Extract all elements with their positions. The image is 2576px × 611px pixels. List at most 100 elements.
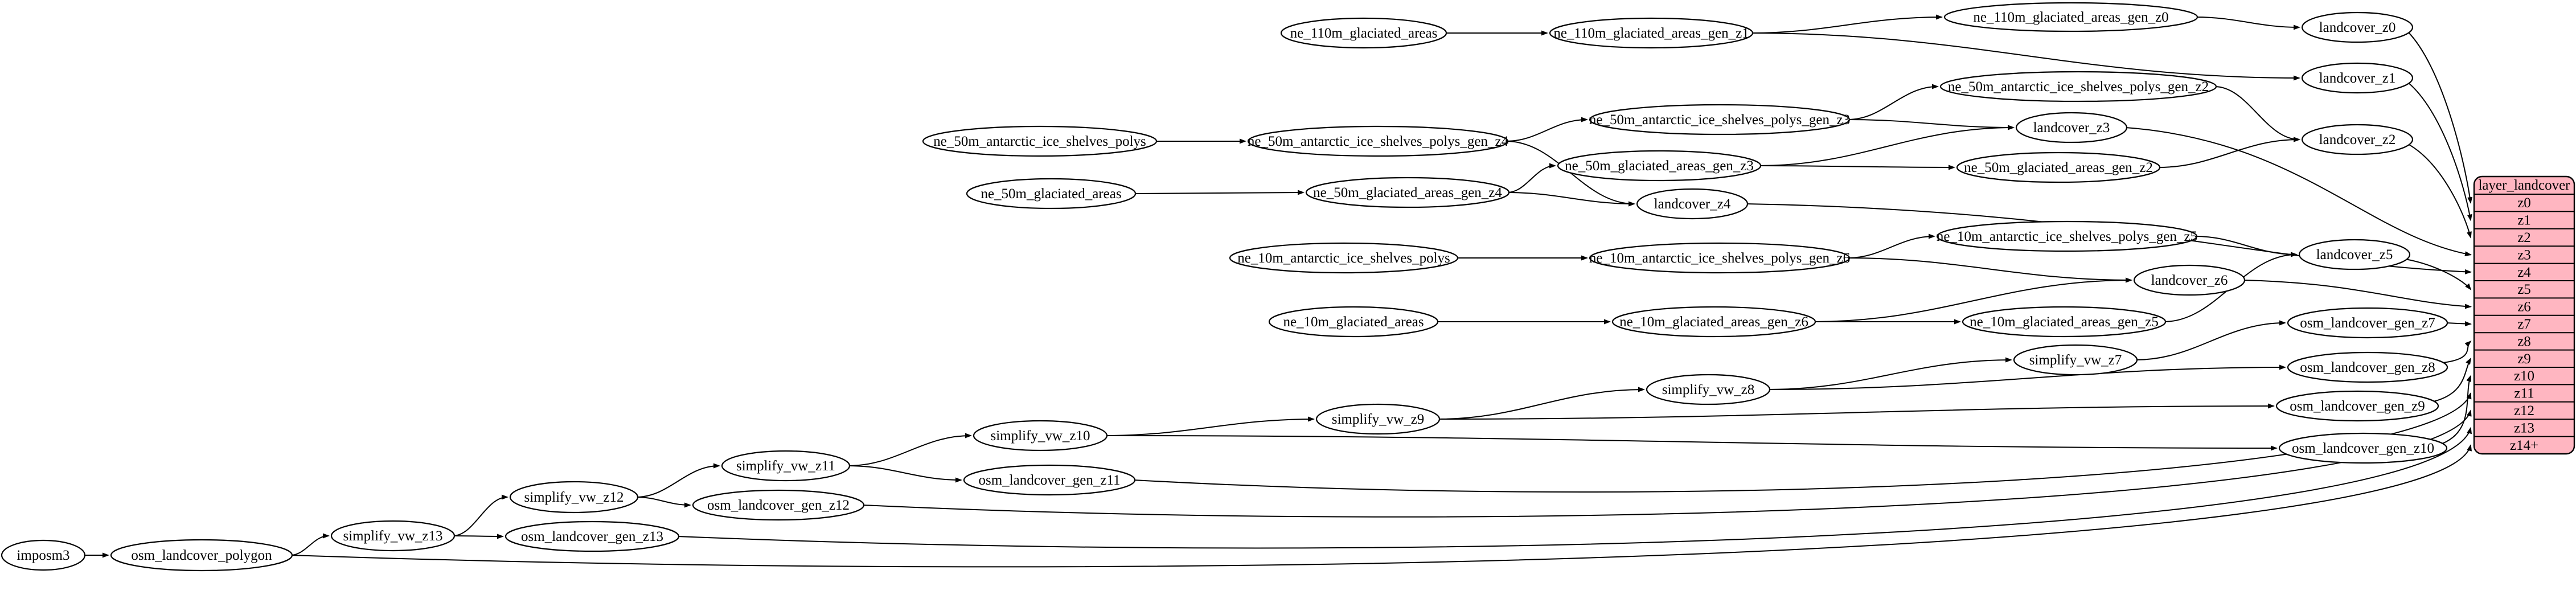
node-landcover_z6: landcover_z6 [2133,264,2246,296]
node-ne_50m_antarctic_ice_shelves_polys_gen_z3: ne_50m_antarctic_ice_shelves_polys_gen_z… [1589,104,1850,136]
node-simplify_vw_z12: simplify_vw_z12 [509,481,639,514]
table-row-z1: z1 [2517,213,2531,228]
node-label-simplify_vw_z10: simplify_vw_z10 [991,428,1090,444]
node-label-osm_landcover_gen_z13: osm_landcover_gen_z13 [521,529,663,544]
edge-simplify_vw_z9-to-osm_landcover_gen_z9 [1437,403,2275,420]
edge-simplify_vw_z11-to-simplify_vw_z10 [847,433,972,466]
node-ellipse-osm_landcover_gen_z11 [963,464,1136,496]
edge-landcover_z1-to-row-z1 [2407,82,2472,222]
edge-landcover_z2-to-row-z2 [2407,143,2472,239]
edge-simplify_vw_z8-to-simplify_vw_z7 [1767,357,2012,390]
edge-simplify_vw_z13-to-simplify_vw_z12 [452,494,508,536]
node-label-simplify_vw_z13: simplify_vw_z13 [343,528,443,544]
node-landcover_z1: landcover_z1 [2301,62,2414,94]
node-ellipse-ne_110m_glaciated_areas [1280,17,1447,49]
node-osm_landcover_polygon: osm_landcover_polygon [110,539,293,572]
node-ellipse-simplify_vw_z13 [330,520,456,552]
node-osm_landcover_gen_z13: osm_landcover_gen_z13 [504,520,680,552]
node-ellipse-osm_landcover_gen_z10 [2278,432,2448,464]
node-label-simplify_vw_z7: simplify_vw_z7 [2029,352,2122,368]
table-row-z8: z8 [2517,334,2531,349]
edge-ne_50m_glaciated_areas_gen_z3-to-landcover_z3 [1758,125,2015,166]
edge-osm_landcover_gen_z9-to-row-z9 [2433,358,2471,402]
table-row-z0: z0 [2517,195,2531,211]
edge-simplify_vw_z7-to-osm_landcover_gen_z7 [2135,320,2286,360]
table-row-z9: z9 [2517,351,2531,367]
node-label-ne_50m_antarctic_ice_shelves_polys_gen_z3: ne_50m_antarctic_ice_shelves_polys_gen_z… [1589,112,1850,128]
node-label-ne_50m_glaciated_areas: ne_50m_glaciated_areas [981,186,1121,202]
node-ne_10m_glaciated_areas: ne_10m_glaciated_areas [1268,306,1439,338]
node-ellipse-simplify_vw_z11 [721,450,851,482]
node-label-ne_50m_antarctic_ice_shelves_polys_gen_z4: ne_50m_antarctic_ice_shelves_polys_gen_z… [1248,134,1509,149]
node-landcover_z5: landcover_z5 [2298,239,2411,270]
node-ellipse-ne_110m_glaciated_areas_gen_z1 [1549,17,1754,49]
edge-ne_50m_glaciated_areas-to-ne_50m_glaciated_areas_gen_z4 [1133,190,1305,195]
edge-ne_50m_glaciated_areas_gen_z4-to-landcover_z4 [1507,192,1635,207]
table-row-z4: z4 [2517,265,2531,280]
node-label-landcover_z0: landcover_z0 [2319,20,2396,35]
edge-osm_landcover_polygon-to-simplify_vw_z13 [290,533,330,556]
table-row-z3: z3 [2517,247,2531,263]
node-ellipse-osm_landcover_gen_z9 [2275,390,2439,422]
edge-osm_landcover_gen_z7-to-row-z7 [2446,321,2472,327]
node-ne_50m_antarctic_ice_shelves_polys_gen_z2: ne_50m_antarctic_ice_shelves_polys_gen_z… [1939,71,2217,102]
table-row-z6: z6 [2517,300,2531,315]
node-ellipse-landcover_z6 [2133,264,2246,296]
node-osm_landcover_gen_z11: osm_landcover_gen_z11 [963,464,1136,496]
node-ellipse-simplify_vw_z9 [1315,403,1441,435]
edge-ne_50m_glaciated_areas_gen_z3-to-ne_50m_glaciated_areas_gen_z2 [1758,165,1955,170]
edge-ne_10m_antarctic_ice_shelves_polys_gen_z6-to-ne_10m_antarctic_ice_shelves_polys_gen_z5 [1847,233,1935,259]
edge-ne_50m_glaciated_areas_gen_z2-to-landcover_z2 [2157,137,2300,168]
node-ne_110m_glaciated_areas: ne_110m_glaciated_areas [1280,17,1447,49]
node-label-ne_10m_glaciated_areas: ne_10m_glaciated_areas [1283,314,1424,330]
edges-layer [83,14,2473,568]
node-ne_10m_glaciated_areas_gen_z5: ne_10m_glaciated_areas_gen_z5 [1962,306,2167,338]
node-label-imposm3: imposm3 [17,548,69,563]
edge-osm_landcover_gen_z10-to-row-z10 [2442,375,2471,444]
edge-simplify_vw_z12-to-osm_landcover_gen_z12 [635,497,691,508]
node-osm_landcover_gen_z12: osm_landcover_gen_z12 [692,489,865,521]
node-label-ne_50m_antarctic_ice_shelves_polys_gen_z2: ne_50m_antarctic_ice_shelves_polys_gen_z… [1948,79,2209,95]
table-row-z2: z2 [2517,230,2531,245]
edge-ne_10m_glaciated_areas_gen_z6-to-landcover_z6 [1813,277,2132,322]
edge-osm_landcover_gen_z8-to-row-z8 [2442,341,2472,363]
node-label-ne_50m_antarctic_ice_shelves_polys: ne_50m_antarctic_ice_shelves_polys [933,134,1146,149]
node-ellipse-ne_110m_glaciated_areas_gen_z0 [1943,2,2198,32]
node-osm_landcover_gen_z9: osm_landcover_gen_z9 [2275,390,2439,422]
edge-simplify_vw_z10-to-osm_landcover_gen_z10 [1105,435,2278,451]
node-label-osm_landcover_gen_z7: osm_landcover_gen_z7 [2300,315,2435,331]
node-ne_10m_antarctic_ice_shelves_polys_gen_z6: ne_10m_antarctic_ice_shelves_polys_gen_z… [1589,242,1851,274]
edge-osm_landcover_gen_z12-to-row-z12 [862,409,2472,518]
node-ellipse-ne_50m_antarctic_ice_shelves_polys_gen_z2 [1939,71,2217,102]
node-ellipse-osm_landcover_gen_z13 [504,520,680,552]
node-imposm3: imposm3 [1,539,86,571]
node-label-landcover_z5: landcover_z5 [2316,247,2393,263]
node-label-ne_50m_glaciated_areas_gen_z2: ne_50m_glaciated_areas_gen_z2 [1964,160,2153,175]
node-label-osm_landcover_gen_z9: osm_landcover_gen_z9 [2290,399,2425,414]
node-landcover_z4: landcover_z4 [1636,188,1749,220]
node-label-landcover_z4: landcover_z4 [1654,196,1731,212]
node-ne_10m_antarctic_ice_shelves_polys: ne_10m_antarctic_ice_shelves_polys [1229,242,1459,274]
edge-ne_10m_antarctic_ice_shelves_polys_gen_z5-to-landcover_z5 [2194,236,2298,257]
node-ne_10m_antarctic_ice_shelves_polys_gen_z5: ne_10m_antarctic_ice_shelves_polys_gen_z… [1937,220,2197,252]
node-ne_50m_glaciated_areas_gen_z4: ne_50m_glaciated_areas_gen_z4 [1305,177,1510,208]
edge-landcover_z5-to-row-z5 [2405,259,2472,290]
node-ellipse-ne_10m_antarctic_ice_shelves_polys_gen_z6 [1589,242,1851,274]
table-title: layer_landcover [2478,178,2570,193]
node-label-ne_10m_glaciated_areas_gen_z5: ne_10m_glaciated_areas_gen_z5 [1970,314,2159,330]
node-simplify_vw_z9: simplify_vw_z9 [1315,403,1441,435]
table-row-z13: z13 [2514,420,2534,436]
node-landcover_z2: landcover_z2 [2301,124,2414,155]
edge-ne_110m_glaciated_areas_gen_z1-to-landcover_z1 [1750,32,2300,81]
node-osm_landcover_gen_z7: osm_landcover_gen_z7 [2287,307,2448,339]
node-ellipse-landcover_z0 [2301,11,2414,43]
edge-landcover_z6-to-row-z6 [2243,280,2472,309]
node-ne_50m_glaciated_areas: ne_50m_glaciated_areas [966,178,1137,210]
edge-simplify_vw_z10-to-simplify_vw_z9 [1105,416,1315,436]
node-label-osm_landcover_gen_z12: osm_landcover_gen_z12 [707,498,850,513]
node-simplify_vw_z7: simplify_vw_z7 [2013,344,2138,376]
node-simplify_vw_z11: simplify_vw_z11 [721,450,851,482]
node-simplify_vw_z8: simplify_vw_z8 [1646,374,1771,405]
node-label-ne_10m_antarctic_ice_shelves_polys_gen_z6: ne_10m_antarctic_ice_shelves_polys_gen_z… [1589,251,1850,266]
